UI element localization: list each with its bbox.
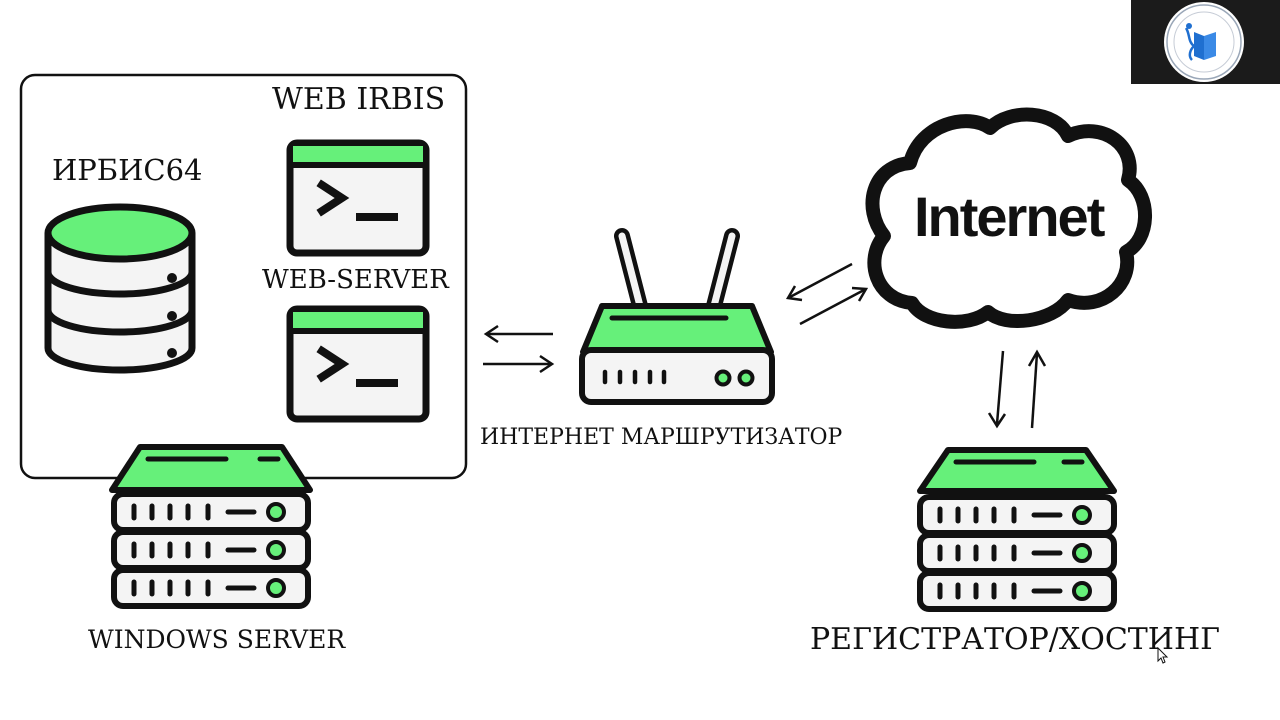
windows-server-label: WINDOWS SERVER — [88, 625, 346, 654]
server-rack-icon — [917, 447, 1117, 609]
database-icon — [44, 203, 196, 374]
irbis64-label: ИРБИС64 — [52, 153, 203, 187]
exchange-arrows-icon — [785, 262, 869, 326]
webcam-overlay — [1131, 0, 1280, 84]
org-logo-icon — [1164, 2, 1244, 82]
mouse-cursor-icon — [1157, 646, 1169, 664]
server-rack-icon — [109, 444, 313, 606]
cloud-icon — [865, 107, 1152, 329]
router-label: ИНТЕРНЕТ МАРШРУТИЗАТОР — [480, 425, 843, 450]
registrar-hosting-label: РЕГИСТРАТОР/ХОСТИНГ — [810, 622, 1220, 657]
internet-label: Internet — [914, 185, 1105, 248]
exchange-arrows-icon — [483, 324, 555, 374]
terminal-window-icon — [290, 309, 426, 419]
terminal-window-icon — [290, 143, 426, 253]
exchange-arrows-icon — [987, 349, 1047, 429]
router-icon — [579, 228, 775, 405]
web-server-label: WEB-SERVER — [262, 265, 449, 295]
web-irbis-label: WEB IRBIS — [272, 82, 446, 117]
